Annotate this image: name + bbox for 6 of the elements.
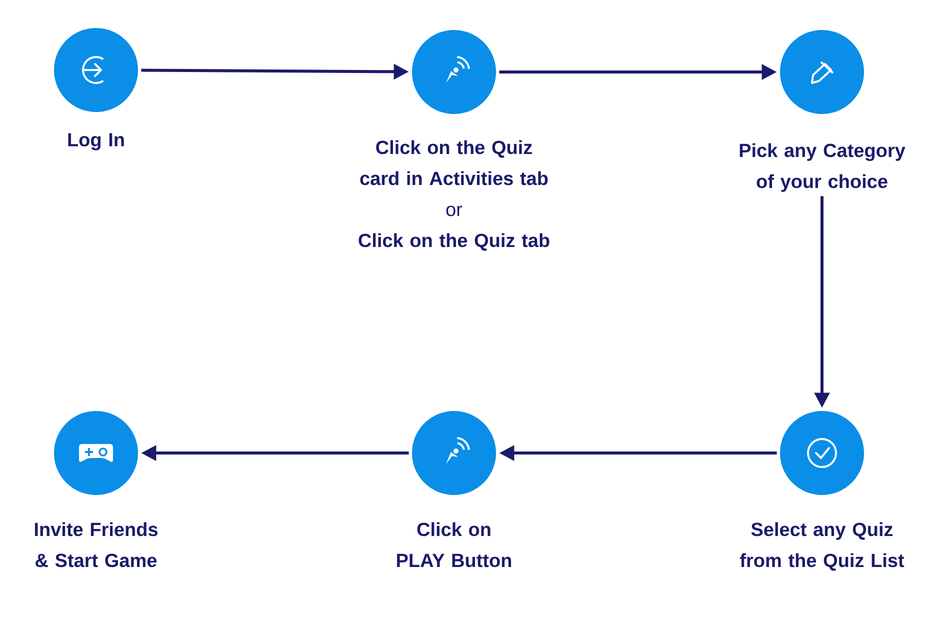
step-label: Pick any Category of your choice (740, 143, 906, 192)
step-label: Invite Friends & Start Game (34, 522, 158, 568)
step-label: Log In (68, 133, 124, 150)
step-label: Select any Quiz from the Quiz List (740, 522, 904, 571)
step-label: Click on PLAY Button (397, 522, 512, 568)
step-label: Click on the Quiz card in Activities tab or Click on the Quiz tab (358, 140, 550, 251)
